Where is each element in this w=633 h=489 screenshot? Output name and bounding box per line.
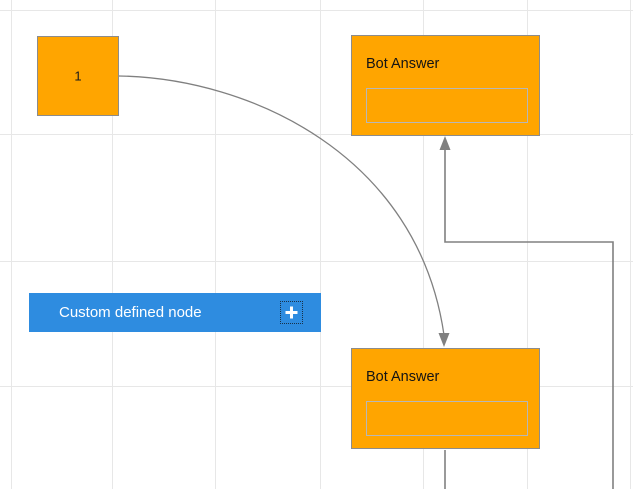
node-start-label: 1 <box>74 68 82 84</box>
node-bot-answer-bottom-slot[interactable] <box>366 401 528 436</box>
node-bot-answer-top-slot[interactable] <box>366 88 528 123</box>
edge-loop-to-top-answer[interactable] <box>439 136 614 489</box>
node-bot-answer-bottom-title: Bot Answer <box>366 369 440 385</box>
palette-item-custom-defined-node[interactable]: Custom defined node <box>29 293 321 332</box>
palette-item-label: Custom defined node <box>59 304 202 321</box>
node-bot-answer-top-title: Bot Answer <box>366 56 440 72</box>
edge-start-to-bottom-answer[interactable] <box>118 75 450 347</box>
node-start[interactable]: 1 <box>37 36 119 116</box>
node-bot-answer-top[interactable]: Bot Answer <box>351 35 540 136</box>
node-bot-answer-bottom[interactable]: Bot Answer <box>351 348 540 449</box>
plus-icon[interactable] <box>280 301 303 324</box>
